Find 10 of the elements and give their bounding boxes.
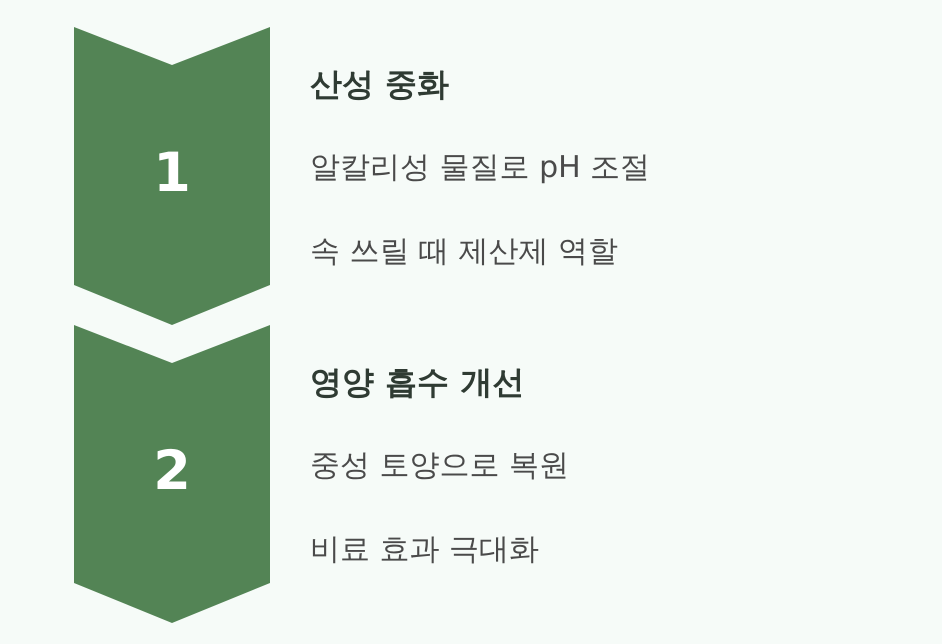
step-description: 알칼리성 물질로 pH 조절 <box>310 148 650 186</box>
step-heading: 영양 흡수 개선 <box>310 362 524 403</box>
step-description: 비료 효과 극대화 <box>310 530 540 568</box>
step-chevron <box>74 325 270 623</box>
step-description: 중성 토양으로 복원 <box>310 446 570 484</box>
step-number: 2 <box>152 439 192 503</box>
step-chevron <box>74 27 270 325</box>
step-description: 속 쓰릴 때 제산제 역할 <box>310 232 618 270</box>
step-number: 1 <box>152 141 192 205</box>
step-heading: 산성 중화 <box>310 64 450 105</box>
